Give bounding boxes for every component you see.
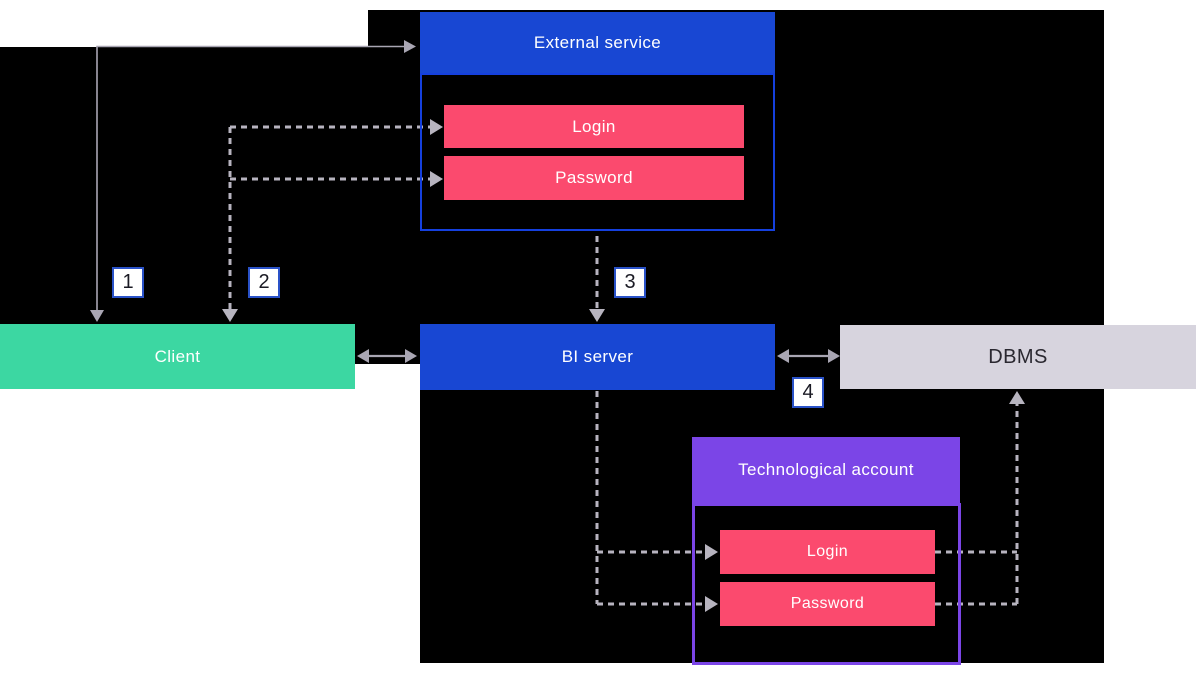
tech-password-label: Password (790, 595, 865, 612)
dbms-label: DBMS (988, 345, 1048, 368)
dbms-node: DBMS (840, 325, 1196, 389)
bi-server-label: BI server (561, 347, 634, 366)
external-service-node: External service (420, 12, 775, 73)
bi-server-node: BI server (420, 324, 775, 390)
external-service-frame (420, 73, 775, 231)
client-label: Client (154, 346, 201, 366)
tech-account-node: Technological account (692, 437, 960, 503)
step-badge-3: 3 (614, 267, 646, 298)
step-1-number: 1 (122, 271, 134, 293)
background-field-left (0, 47, 368, 324)
external-password-node: Password (444, 156, 744, 200)
tech-login-label: Login (806, 543, 849, 560)
background-field-gap (355, 324, 420, 364)
external-login-label: Login (572, 116, 616, 136)
tech-account-label: Technological account (738, 460, 914, 479)
tech-password-node: Password (720, 582, 935, 626)
external-service-label: External service (533, 32, 662, 52)
step-badge-4: 4 (792, 377, 824, 408)
step-4-number: 4 (802, 381, 814, 403)
step-badge-1: 1 (112, 267, 144, 298)
tech-login-node: Login (720, 530, 935, 574)
tech-account-frame (692, 503, 961, 665)
external-login-node: Login (444, 105, 744, 148)
step-2-number: 2 (258, 271, 270, 293)
step-badge-2: 2 (248, 267, 280, 298)
step-3-number: 3 (624, 271, 636, 293)
external-password-label: Password (555, 168, 633, 187)
client-node: Client (0, 324, 355, 389)
